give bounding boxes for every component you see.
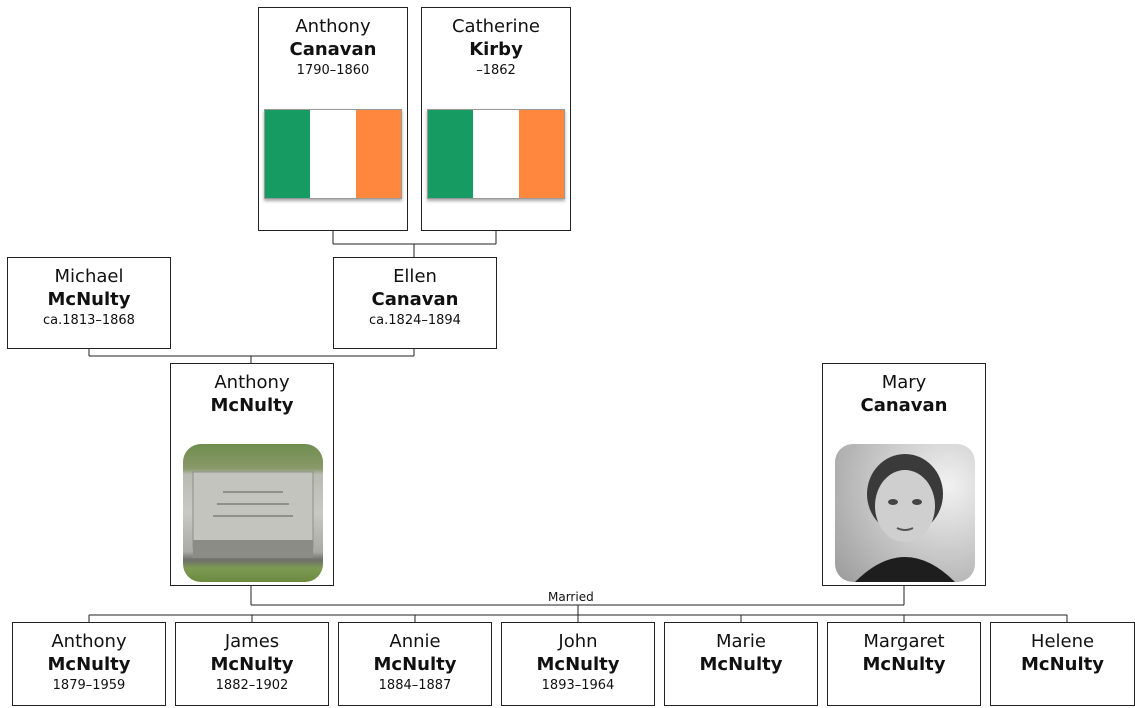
surname: McNulty bbox=[373, 654, 457, 675]
given-name: Margaret bbox=[863, 631, 945, 652]
life-dates: 1884–1887 bbox=[378, 678, 452, 693]
life-dates: 1879–1959 bbox=[52, 678, 126, 693]
surname: McNulty bbox=[1021, 654, 1104, 675]
life-dates: 1882–1902 bbox=[215, 678, 289, 693]
person-card-grandmother[interactable]: Catherine Kirby –1862 bbox=[421, 7, 571, 231]
irish-flag-icon bbox=[264, 109, 402, 199]
given-name: Michael bbox=[54, 266, 124, 287]
surname: McNulty bbox=[47, 289, 131, 310]
given-name: Marie bbox=[715, 631, 767, 652]
marriage-label: Married bbox=[548, 590, 594, 604]
surname: McNulty bbox=[210, 654, 294, 675]
person-card-husband[interactable]: Anthony McNulty bbox=[170, 363, 334, 586]
surname: McNulty bbox=[47, 654, 131, 675]
person-card-father[interactable]: Michael McNulty ca.1813–1868 bbox=[7, 257, 171, 349]
given-name: Helene bbox=[1030, 631, 1095, 652]
given-name: James bbox=[224, 631, 280, 652]
person-card-child[interactable]: Margaret McNulty bbox=[827, 622, 981, 706]
surname: Canavan bbox=[289, 39, 377, 60]
given-name: John bbox=[558, 631, 598, 652]
person-card-child[interactable]: Anthony McNulty 1879–1959 bbox=[12, 622, 166, 706]
person-card-grandfather[interactable]: Anthony Canavan 1790–1860 bbox=[258, 7, 408, 231]
surname: Canavan bbox=[371, 289, 459, 310]
given-name: Mary bbox=[881, 372, 927, 393]
surname: McNulty bbox=[862, 654, 946, 675]
irish-flag-icon bbox=[427, 109, 565, 199]
life-dates: ca.1824–1894 bbox=[369, 313, 461, 328]
portrait-photo bbox=[835, 444, 975, 582]
life-dates: 1893–1964 bbox=[541, 678, 615, 693]
person-card-child[interactable]: Marie McNulty bbox=[664, 622, 818, 706]
given-name: Anthony bbox=[51, 631, 127, 652]
surname: McNulty bbox=[699, 654, 783, 675]
life-dates: –1862 bbox=[476, 63, 516, 78]
person-card-child[interactable]: Helene McNulty bbox=[990, 622, 1135, 706]
given-name: Annie bbox=[389, 631, 441, 652]
life-dates: ca.1813–1868 bbox=[43, 313, 135, 328]
person-card-child[interactable]: John McNulty 1893–1964 bbox=[501, 622, 655, 706]
surname: Kirby bbox=[469, 39, 523, 60]
person-card-mother[interactable]: Ellen Canavan ca.1824–1894 bbox=[333, 257, 497, 349]
person-card-child[interactable]: James McNulty 1882–1902 bbox=[175, 622, 329, 706]
given-name: Ellen bbox=[393, 266, 437, 287]
gravestone-photo bbox=[183, 444, 323, 582]
life-dates: 1790–1860 bbox=[296, 63, 370, 78]
given-name: Anthony bbox=[295, 16, 371, 37]
surname: Canavan bbox=[860, 395, 948, 416]
given-name: Catherine bbox=[451, 16, 541, 37]
surname: McNulty bbox=[536, 654, 620, 675]
person-card-child[interactable]: Annie McNulty 1884–1887 bbox=[338, 622, 492, 706]
surname: McNulty bbox=[210, 395, 294, 416]
given-name: Anthony bbox=[214, 372, 290, 393]
person-card-wife[interactable]: Mary Canavan bbox=[822, 363, 986, 586]
